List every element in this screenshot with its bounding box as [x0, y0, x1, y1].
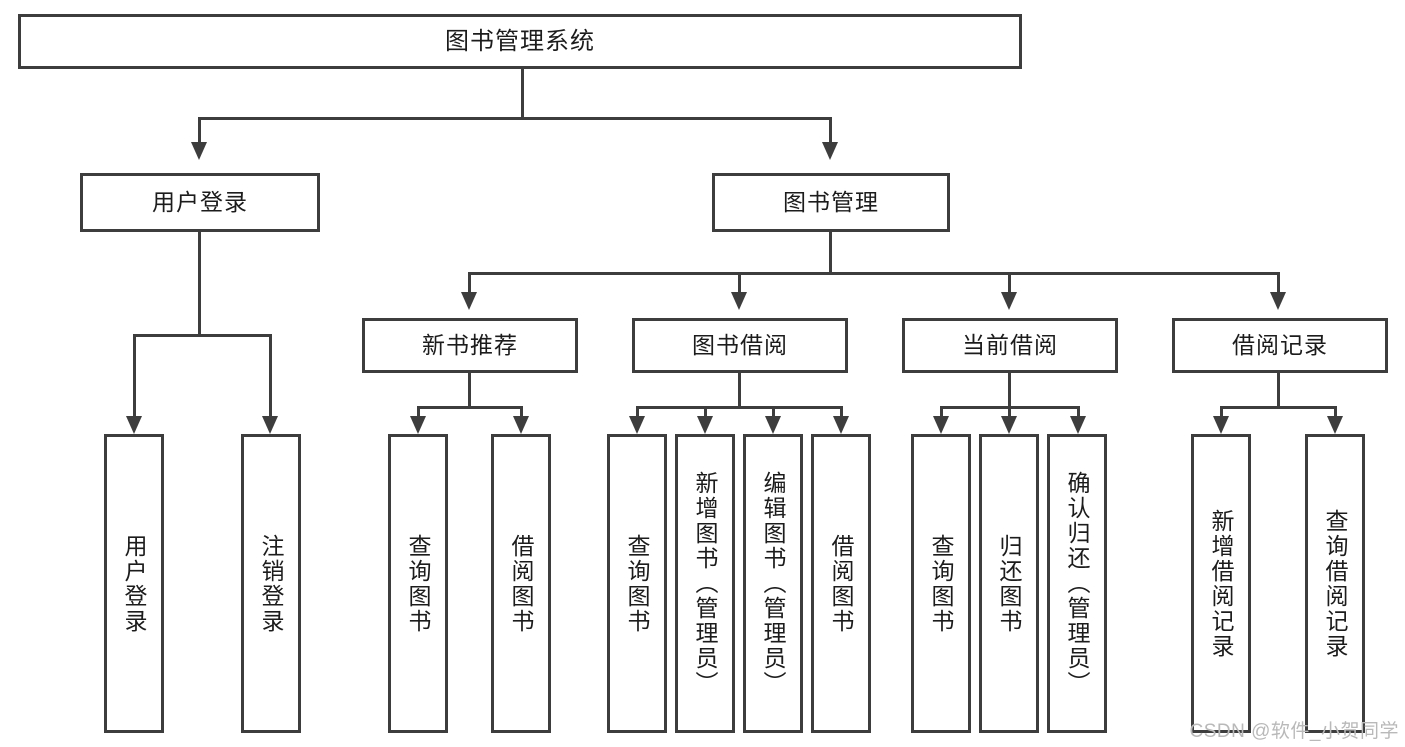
node-label: 借阅记录	[1232, 332, 1328, 359]
node-book-borrow[interactable]: 图书借阅	[632, 318, 848, 373]
leaf-label: 新增图书（管理员）	[692, 471, 719, 696]
connector-new-book-to-leaf-1	[417, 406, 420, 419]
node-book-management[interactable]: 图书管理	[712, 173, 950, 232]
leaf-edit-book-admin[interactable]: 编辑图书（管理员）	[743, 434, 803, 733]
csdn-watermark: CSDN @软件_小贺同学	[1189, 721, 1399, 742]
leaf-query-book-recommend[interactable]: 查询图书	[388, 434, 448, 733]
leaf-logout[interactable]: 注销登录	[241, 434, 301, 733]
leaf-label: 编辑图书（管理员）	[760, 471, 787, 696]
arrow-borrow-record-to-leaf-2	[1327, 416, 1343, 434]
connector-bm-to-borrow-record	[1277, 272, 1280, 294]
connector-book-borrow-to-leaf-3	[772, 406, 775, 419]
leaf-label: 借阅图书	[508, 533, 535, 634]
arrow-bm-to-book-borrow	[731, 292, 747, 310]
connector-current-borrow-to-leaf-1	[940, 406, 943, 419]
node-label: 图书管理系统	[445, 27, 595, 55]
connector-new-book-stem	[468, 373, 471, 409]
leaf-borrow-book-recommend[interactable]: 借阅图书	[491, 434, 551, 733]
node-label: 图书管理	[783, 189, 879, 216]
arrow-book-borrow-to-leaf-4	[833, 416, 849, 434]
arrow-current-borrow-to-leaf-3	[1070, 416, 1086, 434]
connector-root-bar	[198, 117, 832, 120]
arrow-root-to-user-login	[191, 142, 207, 160]
arrow-current-borrow-to-leaf-1	[933, 416, 949, 434]
leaf-label: 确认归还（管理员）	[1064, 471, 1091, 696]
leaf-return-book[interactable]: 归还图书	[979, 434, 1039, 733]
node-label: 当前借阅	[962, 332, 1058, 359]
connector-root-to-user-login	[198, 117, 201, 145]
leaf-label: 用户登录	[121, 533, 148, 634]
arrow-bm-to-borrow-record	[1270, 292, 1286, 310]
node-label: 新书推荐	[422, 332, 518, 359]
arrow-root-to-book-management	[822, 142, 838, 160]
arrow-borrow-record-to-leaf-1	[1213, 416, 1229, 434]
leaf-borrow-book[interactable]: 借阅图书	[811, 434, 871, 733]
connector-bm-to-book-borrow	[738, 272, 741, 294]
arrow-book-borrow-to-leaf-3	[765, 416, 781, 434]
arrow-user-login-to-leaf-1	[126, 416, 142, 434]
leaf-query-book-borrow[interactable]: 查询图书	[607, 434, 667, 733]
connector-user-login-to-leaf-2	[269, 334, 272, 419]
connector-new-book-to-leaf-2	[520, 406, 523, 419]
connector-bm-to-new-book	[468, 272, 471, 294]
leaf-confirm-return-admin[interactable]: 确认归还（管理员）	[1047, 434, 1107, 733]
connector-book-borrow-stem	[738, 373, 741, 409]
node-user-login[interactable]: 用户登录	[80, 173, 320, 232]
connector-bm-to-current-borrow	[1008, 272, 1011, 294]
node-root-book-management-system[interactable]: 图书管理系统	[18, 14, 1022, 69]
connector-root-to-book-management	[829, 117, 832, 145]
leaf-label: 归还图书	[996, 533, 1023, 634]
connector-user-login-stem	[198, 232, 201, 336]
leaf-add-book-admin[interactable]: 新增图书（管理员）	[675, 434, 735, 733]
connector-book-borrow-to-leaf-2	[704, 406, 707, 419]
leaf-label: 查询图书	[624, 533, 651, 634]
connector-book-borrow-bar	[636, 406, 843, 409]
node-new-book-recommend[interactable]: 新书推荐	[362, 318, 578, 373]
connector-user-login-to-leaf-1	[133, 334, 136, 419]
arrow-book-borrow-to-leaf-1	[629, 416, 645, 434]
leaf-query-book-current[interactable]: 查询图书	[911, 434, 971, 733]
connector-user-login-bar	[133, 334, 272, 337]
connector-book-management-stem	[829, 232, 832, 274]
connector-borrow-record-stem	[1277, 373, 1280, 409]
leaf-user-login[interactable]: 用户登录	[104, 434, 164, 733]
connector-borrow-record-to-leaf-1	[1220, 406, 1223, 419]
leaf-query-borrow-record[interactable]: 查询借阅记录	[1305, 434, 1365, 733]
connector-root-stem	[521, 69, 524, 118]
connector-book-borrow-to-leaf-4	[840, 406, 843, 419]
leaf-label: 查询图书	[928, 533, 955, 634]
arrow-new-book-to-leaf-2	[513, 416, 529, 434]
node-current-borrow[interactable]: 当前借阅	[902, 318, 1118, 373]
arrow-current-borrow-to-leaf-2	[1001, 416, 1017, 434]
arrow-book-borrow-to-leaf-2	[697, 416, 713, 434]
connector-current-borrow-to-leaf-2	[1008, 406, 1011, 419]
leaf-label: 查询借阅记录	[1322, 508, 1349, 659]
arrow-user-login-to-leaf-2	[262, 416, 278, 434]
leaf-add-borrow-record[interactable]: 新增借阅记录	[1191, 434, 1251, 733]
connector-borrow-record-bar	[1220, 406, 1337, 409]
node-label: 用户登录	[152, 189, 248, 216]
arrow-new-book-to-leaf-1	[410, 416, 426, 434]
connector-borrow-record-to-leaf-2	[1334, 406, 1337, 419]
leaf-label: 查询图书	[405, 533, 432, 634]
node-borrow-record[interactable]: 借阅记录	[1172, 318, 1388, 373]
leaf-label: 借阅图书	[828, 533, 855, 634]
arrow-bm-to-new-book	[461, 292, 477, 310]
connector-new-book-bar	[417, 406, 523, 409]
node-label: 图书借阅	[692, 332, 788, 359]
connector-book-management-bar	[468, 272, 1280, 275]
connector-current-borrow-to-leaf-3	[1077, 406, 1080, 419]
arrow-bm-to-current-borrow	[1001, 292, 1017, 310]
leaf-label: 注销登录	[258, 533, 285, 634]
connector-current-borrow-stem	[1008, 373, 1011, 409]
connector-book-borrow-to-leaf-1	[636, 406, 639, 419]
leaf-label: 新增借阅记录	[1208, 508, 1235, 659]
